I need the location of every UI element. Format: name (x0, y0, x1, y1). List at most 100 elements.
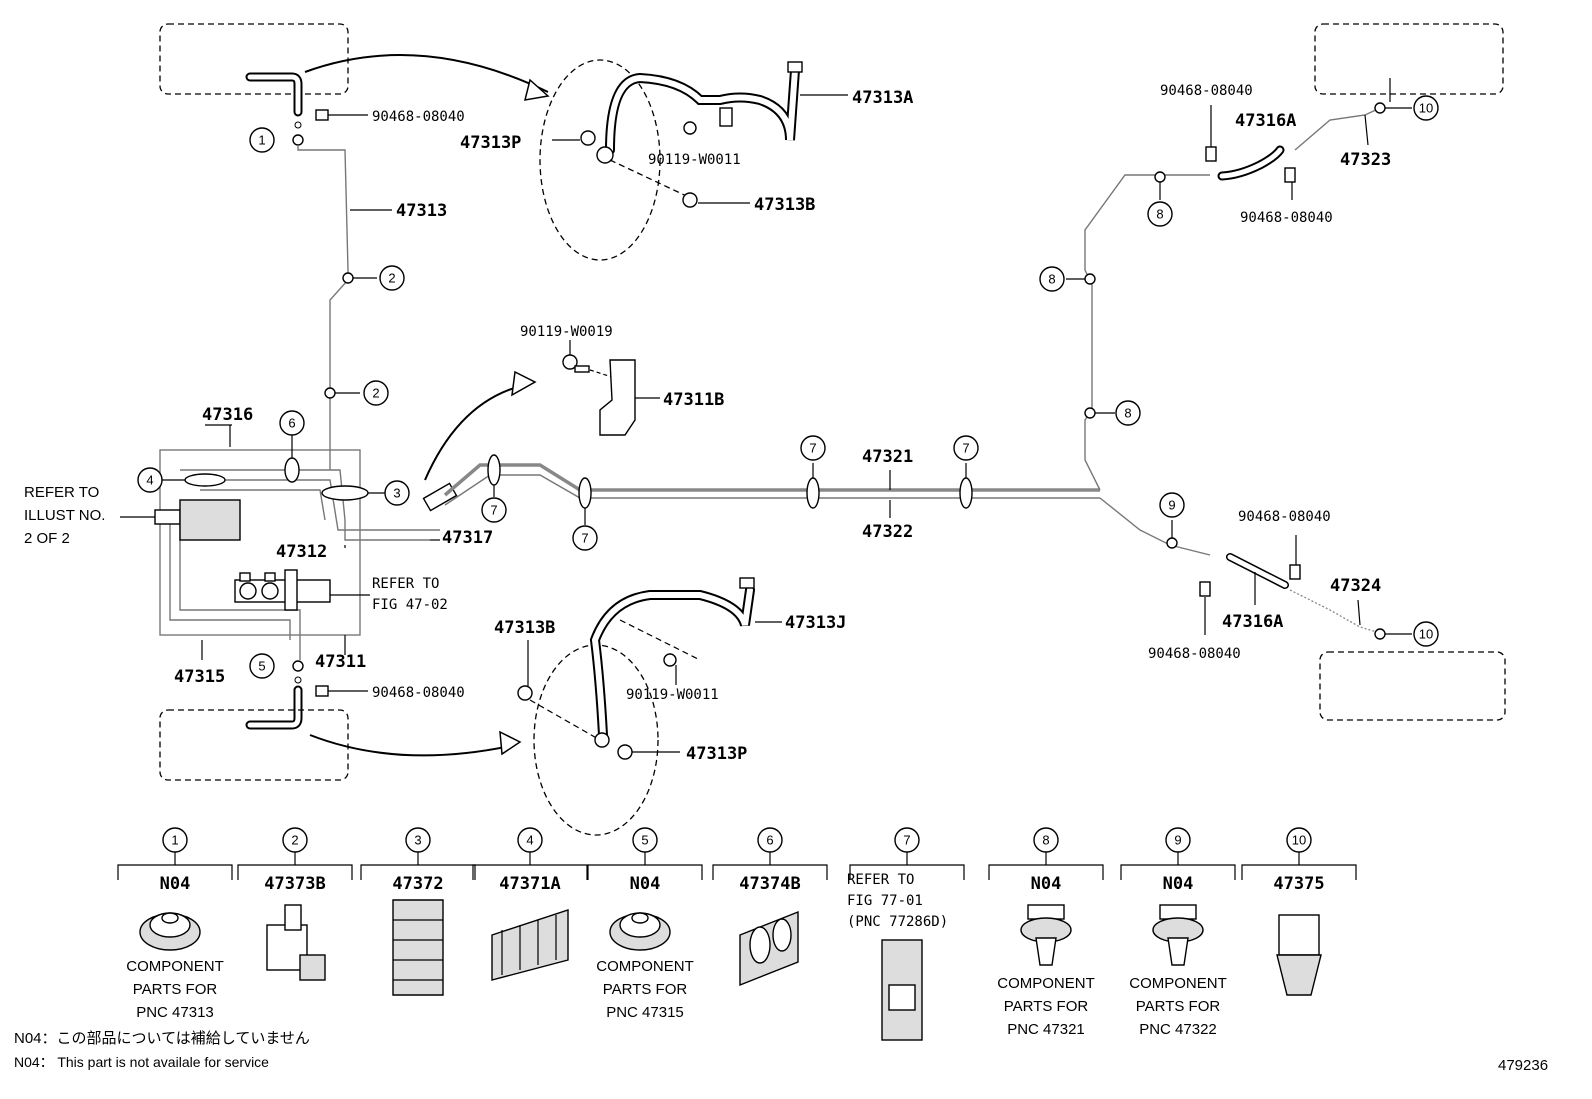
callout-8c: 8 (1115, 400, 1141, 426)
label-47313: 47313 (396, 201, 447, 221)
reference-box-top-left (159, 23, 349, 95)
label-90468-08040-f: 90468-08040 (1148, 646, 1241, 662)
legend-desc-1-2: PNC 47313 (136, 1004, 214, 1021)
svg-text:7: 7 (962, 441, 969, 456)
legend-desc-8-2: PNC 47321 (1007, 1021, 1085, 1038)
svg-text:6: 6 (288, 416, 295, 431)
footnote-japanese: N04：この部品については補給していません (14, 1030, 310, 1047)
callout-3: 3 (384, 480, 410, 506)
legend-desc-9-0: COMPONENT (1129, 975, 1227, 992)
legend-desc-8-1: PARTS FOR (1004, 998, 1089, 1015)
svg-text:4: 4 (146, 473, 153, 488)
callout-8b: 8 (1039, 266, 1065, 292)
label-47324: 47324 (1330, 576, 1381, 596)
label-90468-08040-c: 90468-08040 (1160, 83, 1253, 99)
label-90119-W0019: 90119-W0019 (520, 324, 613, 340)
label-47313B-bottom: 47313B (494, 618, 555, 638)
label-47313B-top: 47313B (754, 195, 815, 215)
label-47323: 47323 (1340, 150, 1391, 170)
svg-text:9: 9 (1174, 833, 1181, 848)
label-90468-08040-a: 90468-08040 (372, 109, 465, 125)
callout-5: 5 (249, 653, 275, 679)
svg-text:9: 9 (1168, 498, 1175, 513)
svg-text:10: 10 (1419, 101, 1433, 116)
legend-part-icon-1 (139, 912, 201, 951)
refer-illust-line3: 2 OF 2 (24, 530, 70, 547)
legend-code-8: N04 (1031, 874, 1062, 894)
label-47313A: 47313A (852, 88, 913, 108)
legend-item-2: 2 47373B (237, 827, 353, 981)
refer-illust-line2: ILLUST NO. (24, 507, 105, 524)
legend-desc-8-0: COMPONENT (997, 975, 1095, 992)
callout-9: 9 (1159, 492, 1185, 518)
label-47311: 47311 (315, 652, 366, 672)
legend-desc-5-2: PNC 47315 (606, 1004, 684, 1021)
legend-desc-1-0: COMPONENT (126, 958, 224, 975)
svg-text:8: 8 (1124, 406, 1131, 421)
detail-circle-top (539, 59, 661, 261)
legend-part-icon-10 (1276, 914, 1322, 996)
label-47313P-top: 47313P (460, 133, 521, 153)
label-90468-08040-b: 90468-08040 (372, 685, 465, 701)
reference-box-bottom-left (159, 709, 349, 781)
callout-10a: 10 (1413, 95, 1439, 121)
svg-text:7: 7 (809, 441, 816, 456)
svg-text:1: 1 (171, 833, 178, 848)
label-90468-08040-d: 90468-08040 (1240, 210, 1333, 226)
svg-text:8: 8 (1048, 272, 1055, 287)
legend-part-icon-7 (881, 939, 923, 1041)
legend-part-icon-4 (491, 909, 569, 981)
legend-desc-7-0: FIG 77-01 (847, 893, 923, 909)
figure-id: 479236 (1498, 1057, 1548, 1074)
svg-text:7: 7 (490, 503, 497, 518)
legend-desc-9-1: PARTS FOR (1136, 998, 1221, 1015)
legend-code-9: N04 (1163, 874, 1194, 894)
callout-7d: 7 (953, 435, 979, 461)
label-47311B: 47311B (663, 390, 724, 410)
legend-code-3: 47372 (392, 874, 443, 894)
legend-code-10: 47375 (1273, 874, 1324, 894)
callout-7c: 7 (800, 435, 826, 461)
callout-6: 6 (279, 410, 305, 436)
callout-2b: 2 (363, 380, 389, 406)
legend-part-icon-5 (609, 912, 671, 951)
callout-7a: 7 (481, 497, 507, 523)
svg-text:5: 5 (641, 833, 648, 848)
legend-desc-1-1: PARTS FOR (133, 981, 218, 998)
label-90119-W0011-top: 90119-W0011 (648, 152, 741, 168)
label-47316A-top: 47316A (1235, 111, 1296, 131)
refer-fig-line2: FIG 47-02 (372, 597, 448, 613)
legend-code-5: N04 (630, 874, 661, 894)
svg-text:7: 7 (581, 531, 588, 546)
arrow-center (424, 384, 526, 481)
svg-text:2: 2 (372, 386, 379, 401)
legend-code-1: N04 (160, 874, 191, 894)
svg-text:2: 2 (291, 833, 298, 848)
label-47313P-bottom: 47313P (686, 744, 747, 764)
label-47316: 47316 (202, 405, 253, 425)
reference-box-bottom-right (1319, 651, 1506, 721)
label-90468-08040-e: 90468-08040 (1238, 509, 1331, 525)
legend-part-icon-6 (739, 910, 799, 987)
svg-text:6: 6 (766, 833, 773, 848)
arrow-bottom-left (309, 734, 516, 757)
legend-part-icon-9 (1152, 904, 1204, 966)
refer-illust-line1: REFER TO (24, 484, 99, 501)
svg-text:5: 5 (258, 659, 265, 674)
label-47322: 47322 (862, 522, 913, 542)
reference-box-top-right (1314, 23, 1504, 95)
label-47316A-bottom: 47316A (1222, 612, 1283, 632)
legend-code-2: 47373B (264, 874, 325, 894)
svg-text:10: 10 (1292, 833, 1306, 848)
legend-desc-9-2: PNC 47322 (1139, 1021, 1217, 1038)
label-47315: 47315 (174, 667, 225, 687)
refer-fig-line1: REFER TO (372, 576, 439, 592)
